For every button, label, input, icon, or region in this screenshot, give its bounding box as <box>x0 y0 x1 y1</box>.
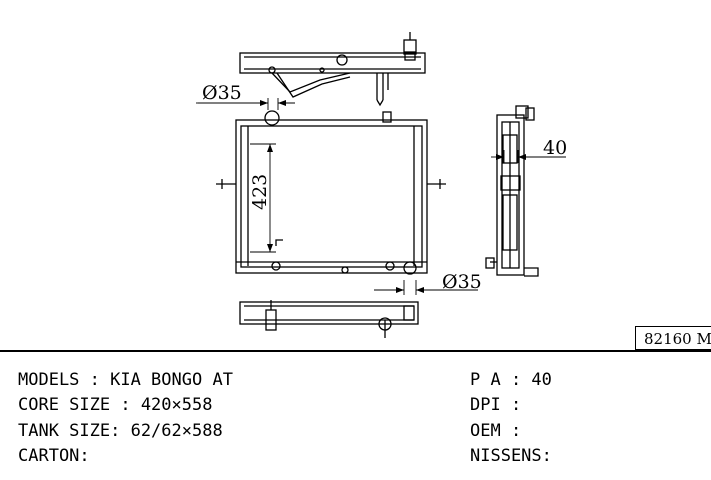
bottom-tank-view <box>239 300 419 338</box>
part-code-box: 82160 M <box>635 326 711 350</box>
top-tank-view <box>239 32 426 107</box>
dimension-lines <box>196 98 566 295</box>
radiator-front-view <box>216 110 446 275</box>
spec-pa: P A : 40 <box>470 370 552 390</box>
spec-dpi: DPI : <box>470 395 522 415</box>
section-divider <box>0 350 711 352</box>
dim-diameter-bottom: Ø35 <box>442 271 482 293</box>
radiator-side-view <box>485 105 539 277</box>
spec-tank-size: TANK SIZE: 62/62×588 <box>18 421 223 441</box>
radiator-technical-drawing: Ø35 423 Ø35 40 <box>196 32 567 338</box>
dim-depth: 40 <box>543 137 567 159</box>
spec-carton: CARTON: <box>18 446 90 466</box>
dim-diameter-top: Ø35 <box>202 82 242 104</box>
spec-oem: OEM : <box>470 421 522 441</box>
spec-models: MODELS : KIA BONGO AT <box>18 370 233 390</box>
dim-height: 423 <box>249 174 271 210</box>
spec-nissens: NISSENS: <box>470 446 552 466</box>
spec-core-size: CORE SIZE : 420×558 <box>18 395 213 415</box>
